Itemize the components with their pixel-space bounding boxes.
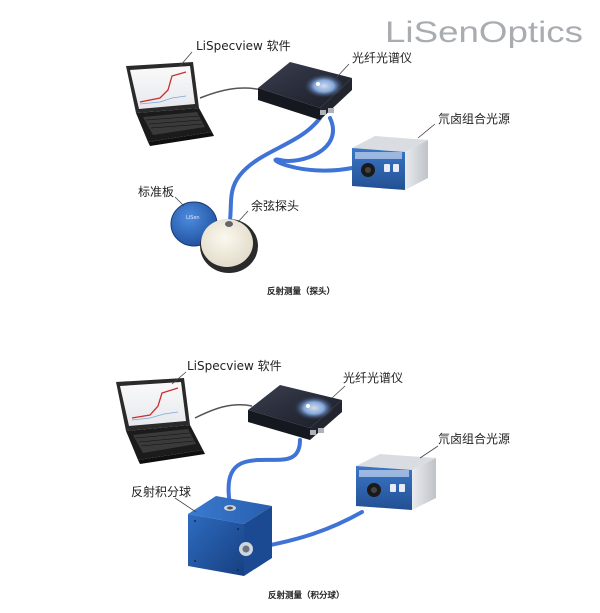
bottom-leader-spectrometer-icon bbox=[331, 385, 346, 399]
top-cosine-probe-icon bbox=[200, 219, 258, 273]
svg-text:LiSen: LiSen bbox=[186, 215, 200, 221]
leader-software-icon bbox=[179, 51, 193, 67]
usb-cable-icon bbox=[199, 87, 263, 99]
bottom-light-source-icon bbox=[356, 454, 436, 510]
top-probe-label: 余弦探头 bbox=[251, 198, 299, 213]
bottom-leader-lines bbox=[171, 371, 439, 513]
bottom-leader-software-icon bbox=[171, 371, 187, 385]
top-fibers bbox=[228, 116, 354, 222]
fiber-spectrometer-to-sphere-icon bbox=[226, 438, 302, 508]
top-spectrometer-icon bbox=[258, 62, 352, 120]
bottom-diagram: LiSpecview 软件 光纤光谱仪 氘卤组合光源 反射积分球 反射测量（积分… bbox=[116, 359, 510, 601]
bottom-laptop-icon bbox=[116, 378, 205, 464]
bottom-caption: 反射测量（积分球） bbox=[268, 590, 345, 601]
bottom-spectrometer-label: 光纤光谱仪 bbox=[343, 371, 403, 385]
top-software-label: LiSpecview 软件 bbox=[196, 39, 291, 53]
top-caption: 反射测量（探头） bbox=[267, 286, 335, 297]
leader-spectrometer-icon bbox=[335, 63, 350, 79]
top-diagram: LiSen LiSpecview 软件 光纤光谱仪 氘卤组合光源 标准板 余弦探… bbox=[126, 39, 510, 297]
top-spectrometer-label: 光纤光谱仪 bbox=[352, 51, 412, 65]
bottom-software-label: LiSpecview 软件 bbox=[187, 359, 282, 373]
bottom-leader-sphere-icon bbox=[174, 497, 197, 513]
bottom-integrating-sphere-icon bbox=[188, 496, 272, 576]
top-leader-lines bbox=[174, 51, 436, 223]
leader-standard-icon bbox=[174, 196, 185, 207]
bottom-spectrometer-icon bbox=[248, 385, 342, 440]
bottom-light-source-label: 氘卤组合光源 bbox=[438, 431, 510, 446]
top-light-source-label: 氘卤组合光源 bbox=[438, 111, 510, 126]
leader-source-icon bbox=[417, 123, 436, 139]
top-laptop-icon bbox=[126, 62, 214, 146]
bottom-usb-cable-icon bbox=[194, 404, 253, 419]
top-standard-label: 标准板 bbox=[138, 185, 174, 199]
leader-probe-icon bbox=[237, 210, 249, 223]
fiber-spectrometer-to-probe-icon bbox=[228, 116, 322, 222]
bottom-sphere-label: 反射积分球 bbox=[131, 484, 191, 499]
fiber-source-to-probe-icon bbox=[273, 116, 354, 173]
top-light-source-icon bbox=[352, 136, 428, 190]
bottom-leader-source-icon bbox=[419, 445, 439, 459]
lisen-optics-logo: LiSenOptics bbox=[385, 16, 583, 49]
logo-text: LiSenOptics bbox=[385, 16, 583, 49]
